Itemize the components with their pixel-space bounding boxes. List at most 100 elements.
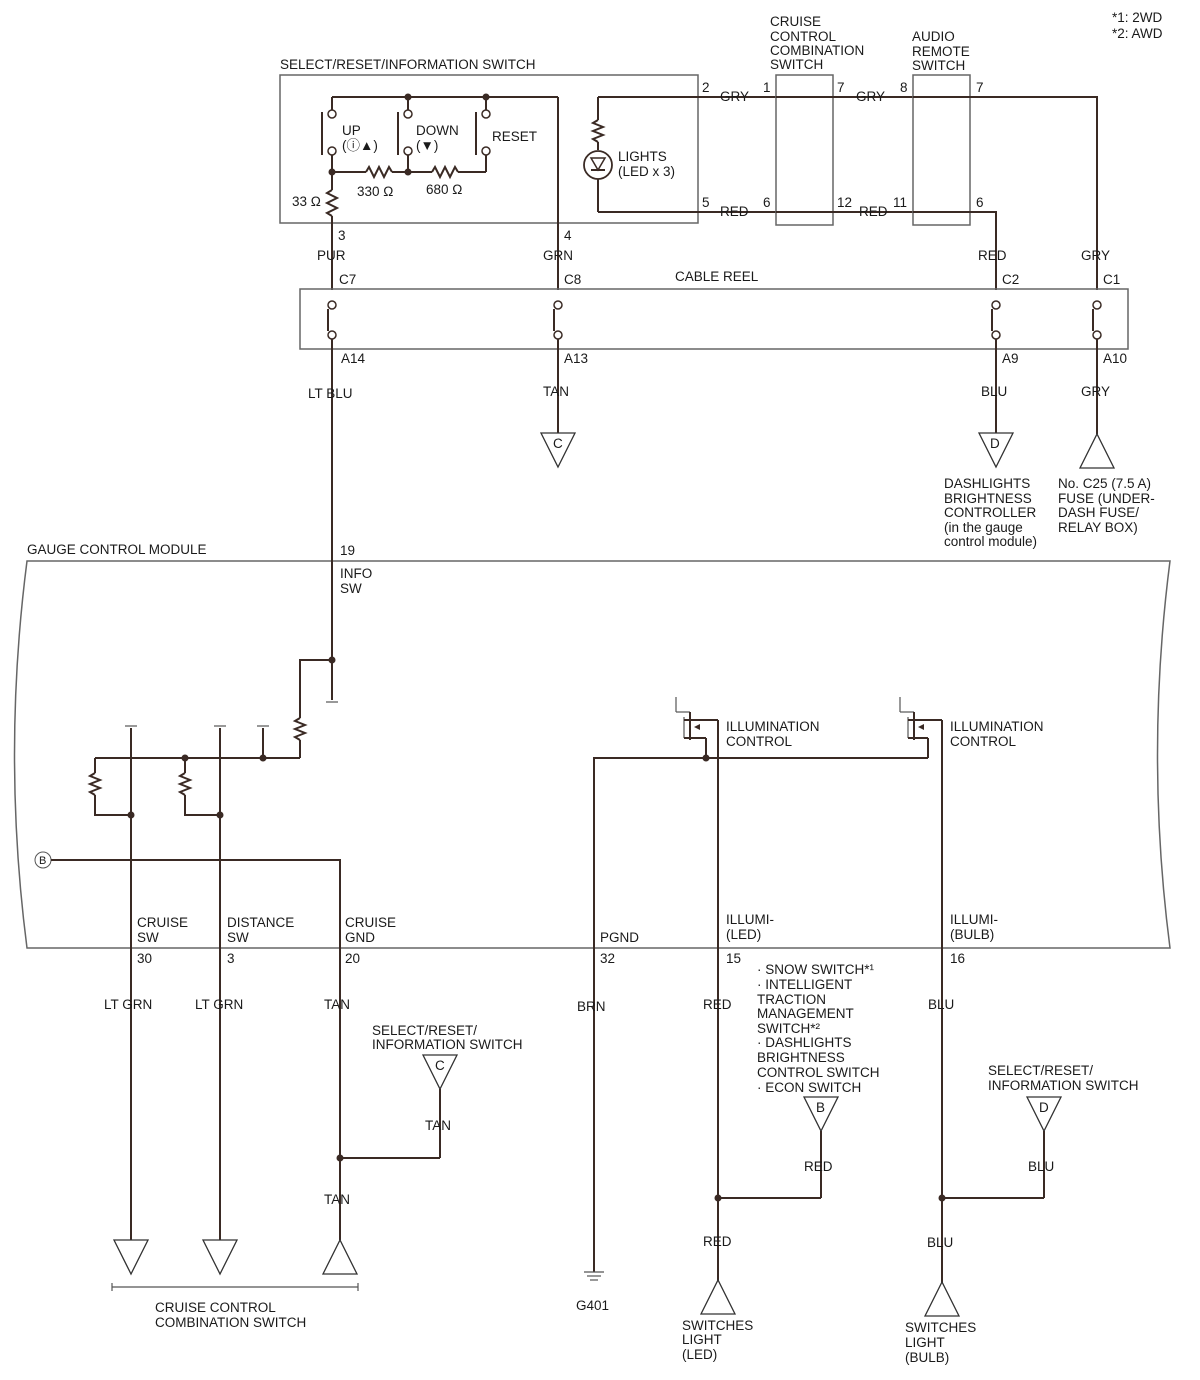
cruise-gnd-label-2: GND <box>345 930 375 945</box>
pin-cc1: 1 <box>763 80 771 95</box>
switches-led-1: SWITCHES <box>682 1318 753 1333</box>
switches-bulb-2: LIGHT <box>905 1335 945 1350</box>
distance-sw-label-2: SW <box>227 930 249 945</box>
wire-gry-c1: GRY <box>1081 248 1110 263</box>
cruise-combo-title-2: CONTROL <box>770 29 836 44</box>
wire-blu-a9: BLU <box>981 384 1007 399</box>
down-switch-symbol: (▼) <box>416 138 438 153</box>
reset-switch-label: RESET <box>492 129 537 144</box>
dashlights-dest-5: control module) <box>944 534 1037 549</box>
illumi-bulb-label-2: (BULB) <box>950 927 994 942</box>
pin-ar7: 7 <box>976 80 984 95</box>
wire-lt-grn-1: LT GRN <box>104 997 152 1012</box>
cable-reel-block: CABLE REEL C7 C8 C2 C1 A14 A13 A9 A10 <box>299 269 1129 366</box>
pin-ar11: 11 <box>893 195 907 210</box>
audio-remote-title-3: SWITCH <box>912 58 965 73</box>
pin-c1: C1 <box>1103 272 1120 287</box>
pin-a13: A13 <box>564 351 588 366</box>
cruise-combo-dest-2: COMBINATION SWITCH <box>155 1315 306 1330</box>
reel-contacts <box>327 300 1102 340</box>
pin-c2: C2 <box>1002 272 1019 287</box>
wire-pur: PUR <box>317 248 346 263</box>
switch-list-5: SWITCH*² <box>757 1021 820 1036</box>
wire-tan-c: TAN <box>425 1118 451 1133</box>
switch-list-1: · SNOW SWITCH*¹ <box>757 962 874 977</box>
wire-blu-d: BLU <box>1028 1159 1054 1174</box>
pin-a9: A9 <box>1002 351 1019 366</box>
fuse-dest-3: DASH FUSE/ <box>1058 505 1139 520</box>
wire-brn: BRN <box>577 999 606 1014</box>
pin-g20: 20 <box>345 951 360 966</box>
pin-g16: 16 <box>950 951 965 966</box>
illum-ctrl1-label-1: ILLUMINATION <box>726 719 820 734</box>
audio-remote-switch-block: AUDIO REMOTE SWITCH 8 7 11 6 <box>893 29 984 226</box>
wire-red-3: RED <box>703 1234 732 1249</box>
connector-c-top: C <box>553 436 563 451</box>
cruise-combo-title-3: COMBINATION <box>770 43 864 58</box>
switch-list-3: TRACTION <box>757 992 826 1007</box>
g401-label: G401 <box>576 1298 609 1313</box>
switch-list-4: MANAGEMENT <box>757 1006 854 1021</box>
info-sw-label-1: INFO <box>340 566 372 581</box>
cruise-sw-label-1: CRUISE <box>137 915 188 930</box>
pin-sw3: 3 <box>338 228 346 243</box>
audio-remote-title-2: REMOTE <box>912 44 970 59</box>
illumi-led-label-2: (LED) <box>726 927 761 942</box>
pin-g19: 19 <box>340 543 355 558</box>
wire-gry-a10: GRY <box>1081 384 1110 399</box>
wire-gry-2: GRY <box>856 89 885 104</box>
switch-list-2: · INTELLIGENT <box>757 977 852 992</box>
fuse-dest-2: FUSE (UNDER- <box>1058 491 1155 506</box>
lights-sub-label: (LED x 3) <box>618 164 675 179</box>
cable-reel-title: CABLE REEL <box>675 269 759 284</box>
switch-list-9: · ECON SWITCH <box>757 1080 861 1095</box>
pin-ar8: 8 <box>900 80 908 95</box>
wire-lt-blu: LT BLU <box>308 386 353 401</box>
note-2wd: *1: 2WD <box>1112 10 1163 25</box>
switches-bulb-3: (BULB) <box>905 1350 949 1365</box>
up-switch-symbol: (ⓘ▲) <box>342 138 378 153</box>
wire-red-out: RED <box>703 997 732 1012</box>
connector-c-bottom: C <box>435 1058 445 1073</box>
cruise-combo-title-1: CRUISE <box>770 14 821 29</box>
srs-switch-title: SELECT/RESET/INFORMATION SWITCH <box>280 57 536 72</box>
connector-d-top: D <box>990 436 1000 451</box>
switches-led-3: (LED) <box>682 1347 717 1362</box>
pin-c7: C7 <box>339 272 356 287</box>
pin-cc7: 7 <box>837 80 845 95</box>
srs-switch-block: SELECT/RESET/INFORMATION SWITCH UP (ⓘ▲) … <box>279 57 718 290</box>
wire-blu-out: BLU <box>928 997 954 1012</box>
switch-list-6: · DASHLIGHTS <box>757 1035 852 1050</box>
wire-red-b: RED <box>804 1159 833 1174</box>
wire-lt-grn-2: LT GRN <box>195 997 243 1012</box>
illumi-bulb-label-1: ILLUMI- <box>950 912 998 927</box>
pin-ar6: 6 <box>976 195 984 210</box>
distance-sw-label-1: DISTANCE <box>227 915 294 930</box>
gauge-control-module: GAUGE CONTROL MODULE 19 INFO SW B <box>13 542 1171 1310</box>
pin-g32: 32 <box>600 951 615 966</box>
pin-a10: A10 <box>1103 351 1127 366</box>
wire-red-1: RED <box>720 204 749 219</box>
dashlights-dest-3: CONTROLLER <box>944 505 1037 520</box>
gcm-title: GAUGE CONTROL MODULE <box>27 542 207 557</box>
resistor-330-label: 330 Ω <box>357 184 393 199</box>
fuse-dest-4: RELAY BOX) <box>1058 520 1138 535</box>
down-switch-label: DOWN <box>416 123 459 138</box>
pin-c8: C8 <box>564 272 581 287</box>
wire-tan-2: TAN <box>324 1192 350 1207</box>
resistor-33-label: 33 Ω <box>292 194 321 209</box>
dashlights-dest-4: (in the gauge <box>944 520 1023 535</box>
connector-b-bottom: B <box>816 1100 825 1115</box>
fuse-dest-1: No. C25 (7.5 A) <box>1058 476 1151 491</box>
pin-sw2: 2 <box>702 80 710 95</box>
switch-list-7: BRIGHTNESS <box>757 1050 845 1065</box>
lights-label: LIGHTS <box>618 149 667 164</box>
switches-led-2: LIGHT <box>682 1332 722 1347</box>
note-awd: *2: AWD <box>1112 26 1163 41</box>
resistor-680-label: 680 Ω <box>426 182 462 197</box>
illum-ctrl2-label-1: ILLUMINATION <box>950 719 1044 734</box>
info-sw-label-2: SW <box>340 581 362 596</box>
cruise-gnd-label-1: CRUISE <box>345 915 396 930</box>
srs-c-dest-2: INFORMATION SWITCH <box>372 1037 522 1052</box>
